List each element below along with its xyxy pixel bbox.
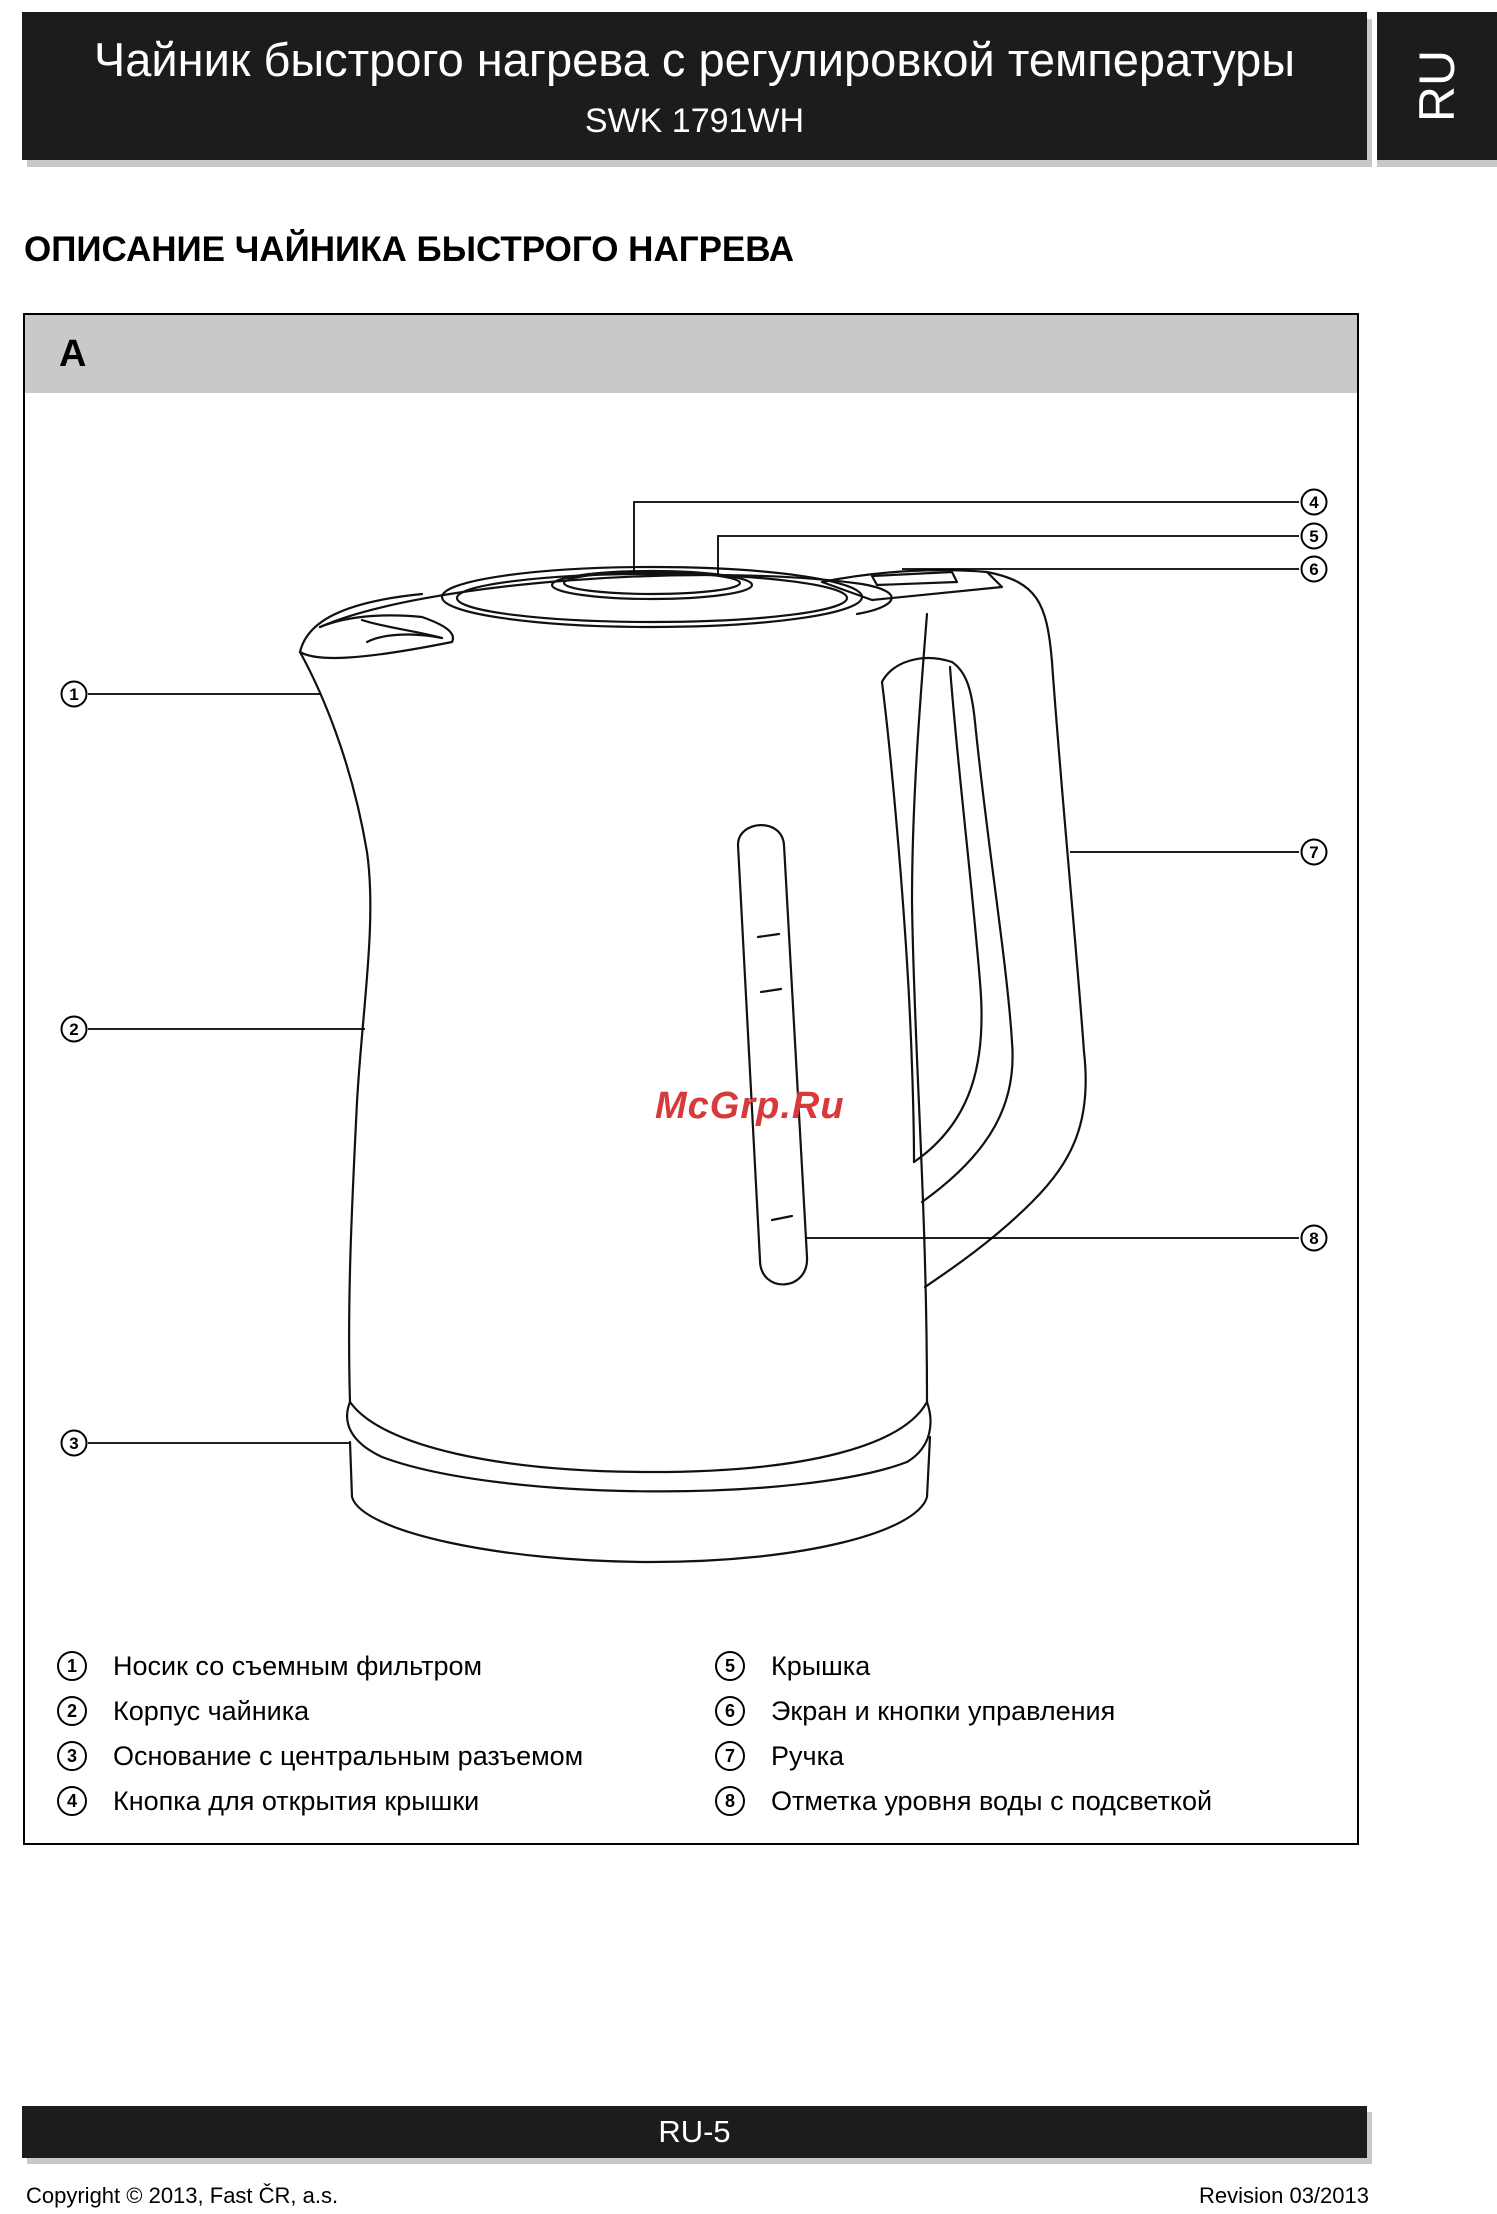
language-label: RU [1409,49,1465,123]
callout-5: 5 [1300,522,1328,550]
callout-3: 3 [60,1429,88,1457]
document-title: Чайник быстрого нагрева с регулировкой т… [93,33,1296,86]
callout-1: 1 [60,680,88,708]
kettle-lid-inner [455,572,849,624]
callout-5-number: 5 [1309,527,1318,546]
header-bar: Чайник быстрого нагрева с регулировкой т… [22,12,1367,160]
model-number: SWK 1791WH [584,102,805,140]
section-title: ОПИСАНИЕ ЧАЙНИКА БЫСТРОГО НАГРЕВА [24,230,795,269]
callout-8-number: 8 [1309,1229,1318,1248]
figure-header: A [25,315,1357,393]
callout-7: 7 [1300,838,1328,866]
water-level-window [736,824,809,1286]
callout-1-number: 1 [69,685,78,704]
revision-text: Revision 03/2013 [1198,2183,1369,2208]
callout-2: 2 [60,1015,88,1043]
figure-label: A [59,333,87,375]
watermark: McGrp.Ru [655,1085,845,1127]
callout-8: 8 [1300,1224,1328,1252]
language-tab: RU [1377,12,1497,160]
callout-3-number: 3 [69,1434,78,1453]
leader-line-4 [633,501,1299,572]
callout-6-number: 6 [1309,560,1318,579]
figure-a: A [23,313,1359,1845]
copyright-text: Copyright © 2013, Fast ČR, a.s. [26,2183,339,2208]
callout-4: 4 [1300,488,1328,516]
callout-2-number: 2 [69,1020,78,1039]
page-number: RU-5 [658,2114,731,2149]
footer-bar: RU-5 [22,2106,1367,2158]
kettle-spout [298,592,424,654]
kettle-body [298,650,372,1404]
leader-line-5 [717,535,1299,575]
callout-4-number: 4 [1309,493,1319,512]
callout-7-number: 7 [1309,843,1318,862]
kettle-base [346,1400,932,1493]
kettle-handle [923,570,1087,1289]
callout-6: 6 [1300,555,1328,583]
kettle-diagram: 1 2 3 4 5 6 7 [60,488,1328,1564]
